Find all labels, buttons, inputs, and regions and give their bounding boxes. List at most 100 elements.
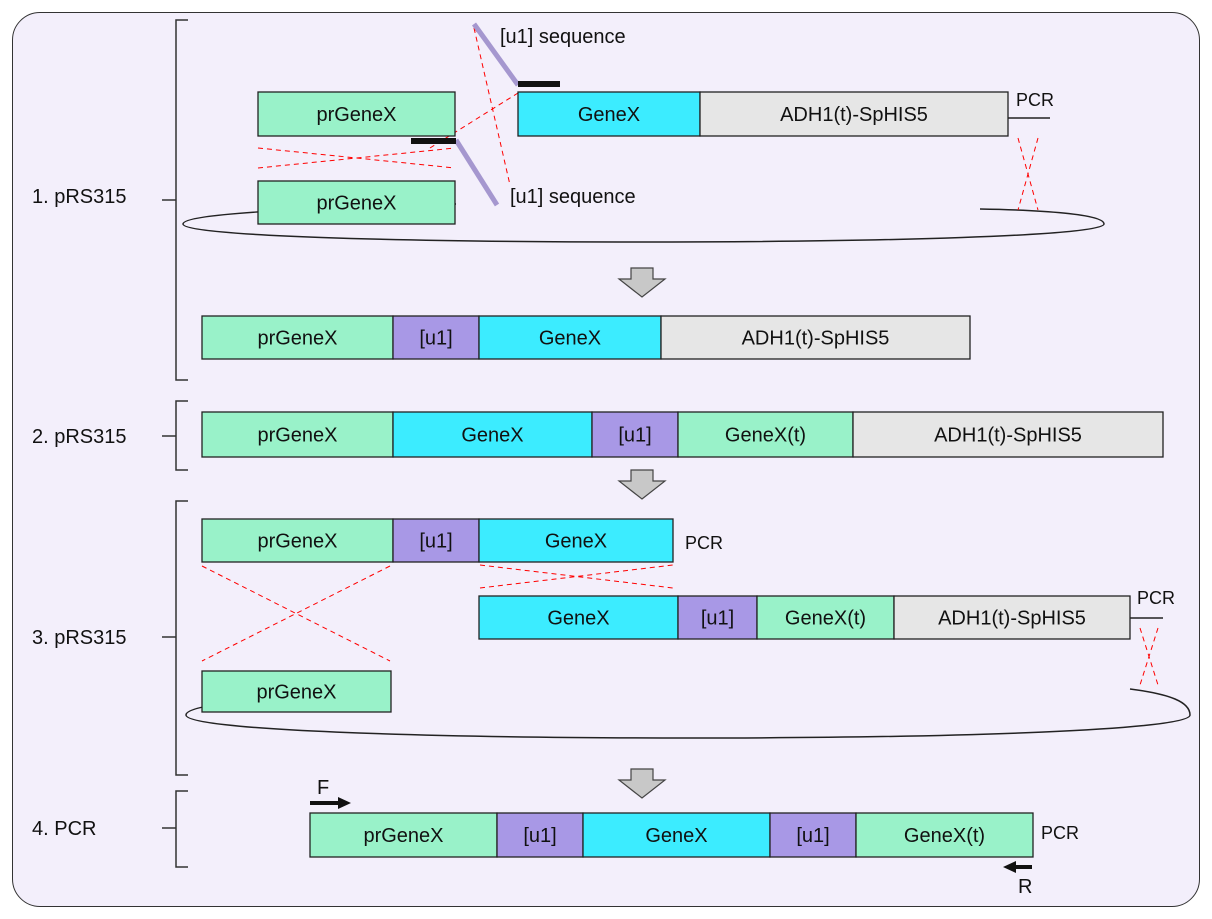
- terminator-block-label: GeneX(t): [785, 608, 866, 630]
- step-label-3: 3. pRS315: [32, 627, 127, 649]
- gene-block-label: GeneX: [539, 328, 601, 350]
- construct-blocks: prGeneX GeneX ADH1(t)-SpHIS5 prGeneX prGeneX…: [201, 91, 1164, 858]
- gene-block: GeneX: [478, 595, 679, 640]
- promoter-block-rect: [257, 91, 456, 137]
- gene-block-label: GeneX: [578, 104, 640, 126]
- marker-block-rect: [852, 411, 1164, 458]
- terminator-block-label: GeneX(t): [725, 425, 806, 447]
- tag-block-label: [u1]: [419, 328, 452, 350]
- marker-block: ADH1(t)-SpHIS5: [660, 315, 971, 360]
- arrow-right-icon: [338, 797, 351, 809]
- arrow-left-icon: [1003, 861, 1016, 873]
- marker-block-label: ADH1(t)-SpHIS5: [780, 104, 928, 126]
- tag-block-label: [u1]: [523, 825, 556, 847]
- tag-block-label: [u1]: [701, 608, 734, 630]
- promoter-block-rect: [201, 411, 394, 458]
- pcr-label-step-1: PCR: [1016, 90, 1054, 110]
- primer-r-label: R: [1018, 876, 1032, 898]
- plasmid-loops: [182, 203, 1191, 739]
- promoter-block-label: prGeneX: [316, 104, 396, 126]
- tag-block: [u1]: [677, 595, 758, 640]
- u1-flank-bar-top: [471, 22, 521, 87]
- crossover-lines: [201, 27, 1159, 686]
- terminator-block-rect: [855, 812, 1034, 858]
- gene-block-rect: [478, 595, 679, 640]
- plasmid-loop-step-1: [182, 203, 1105, 243]
- primer-f: F: [310, 777, 351, 809]
- promoter-block: prGeneX: [201, 315, 394, 360]
- pcr-label-step-3b: PCR: [1137, 588, 1175, 608]
- primer-r: R: [1003, 861, 1032, 898]
- u1-flanks: [411, 22, 560, 207]
- pcr-label-step-3a: PCR: [685, 533, 723, 553]
- terminator-block-label: GeneX(t): [904, 825, 985, 847]
- gene-block-rect: [392, 411, 593, 458]
- gene-block: GeneX: [517, 91, 701, 137]
- terminator-block: GeneX(t): [855, 812, 1034, 858]
- diagram-panel: [12, 12, 1200, 907]
- promoter-block: prGeneX: [201, 670, 392, 713]
- gene-block-rect: [478, 315, 662, 360]
- step-braces: [162, 19, 188, 868]
- promoter-block-label: prGeneX: [257, 531, 337, 553]
- promoter-block-label: prGeneX: [257, 425, 337, 447]
- terminator-block: GeneX(t): [756, 595, 895, 640]
- pcr-label-step-4: PCR: [1041, 823, 1079, 843]
- brace-step-1: [162, 19, 188, 381]
- arrow-down-icon: [617, 768, 667, 799]
- tag-block-label: [u1]: [618, 425, 651, 447]
- brace-step-3: [162, 500, 188, 776]
- promoter-block: prGeneX: [257, 180, 456, 225]
- promoter-block: prGeneX: [201, 518, 394, 563]
- marker-block: ADH1(t)-SpHIS5: [893, 595, 1131, 640]
- promoter-block: prGeneX: [257, 91, 456, 137]
- marker-block-rect: [699, 91, 1009, 137]
- step-label-4: 4. PCR: [32, 818, 96, 840]
- tag-block-label: [u1]: [419, 531, 452, 553]
- tag-block: [u1]: [392, 518, 480, 563]
- promoter-block-rect: [201, 670, 392, 713]
- tag-block-rect: [392, 315, 480, 360]
- gene-block-rect: [478, 518, 674, 563]
- tag-block-label: [u1]: [796, 825, 829, 847]
- promoter-block-rect: [309, 812, 498, 858]
- tag-block-rect: [769, 812, 857, 858]
- tag-block: [u1]: [591, 411, 679, 458]
- plasmid-loop-step-3: [185, 688, 1191, 739]
- tag-block-rect: [496, 812, 584, 858]
- marker-block-label: ADH1(t)-SpHIS5: [742, 328, 890, 350]
- step-arrows: [617, 267, 667, 799]
- terminator-block-rect: [677, 411, 854, 458]
- tag-block-rect: [591, 411, 679, 458]
- promoter-block-rect: [201, 518, 394, 563]
- arrow-down-icon: [617, 469, 667, 500]
- promoter-block-rect: [257, 180, 456, 225]
- marker-block: ADH1(t)-SpHIS5: [852, 411, 1164, 458]
- tag-block-rect: [392, 518, 480, 563]
- tag-block: [u1]: [769, 812, 857, 858]
- marker-block-label: ADH1(t)-SpHIS5: [934, 425, 1082, 447]
- brace-step-2: [162, 400, 188, 471]
- gene-block-label: GeneX: [461, 425, 523, 447]
- u1-flank-bar-bottom: [453, 138, 500, 207]
- tag-block: [u1]: [496, 812, 584, 858]
- gene-block-label: GeneX: [547, 608, 609, 630]
- tag-block: [u1]: [392, 315, 480, 360]
- step-label-2: 2. pRS315: [32, 426, 127, 448]
- promoter-block-label: prGeneX: [363, 825, 443, 847]
- terminator-block-rect: [756, 595, 895, 640]
- promoter-block: prGeneX: [309, 812, 498, 858]
- gene-block-label: GeneX: [545, 531, 607, 553]
- brace-step-4: [162, 790, 188, 868]
- marker-block-rect: [893, 595, 1131, 640]
- gene-block: GeneX: [478, 315, 662, 360]
- gene-block: GeneX: [392, 411, 593, 458]
- gene-block-rect: [582, 812, 771, 858]
- arrow-down-icon: [617, 267, 667, 298]
- terminator-block: GeneX(t): [677, 411, 854, 458]
- u1-sequence-label-top: [u1] sequence: [500, 26, 626, 48]
- pcr-tails: [1008, 117, 1163, 619]
- promoter-block-label: prGeneX: [316, 193, 396, 215]
- promoter-block-rect: [201, 315, 394, 360]
- marker-block: ADH1(t)-SpHIS5: [699, 91, 1009, 137]
